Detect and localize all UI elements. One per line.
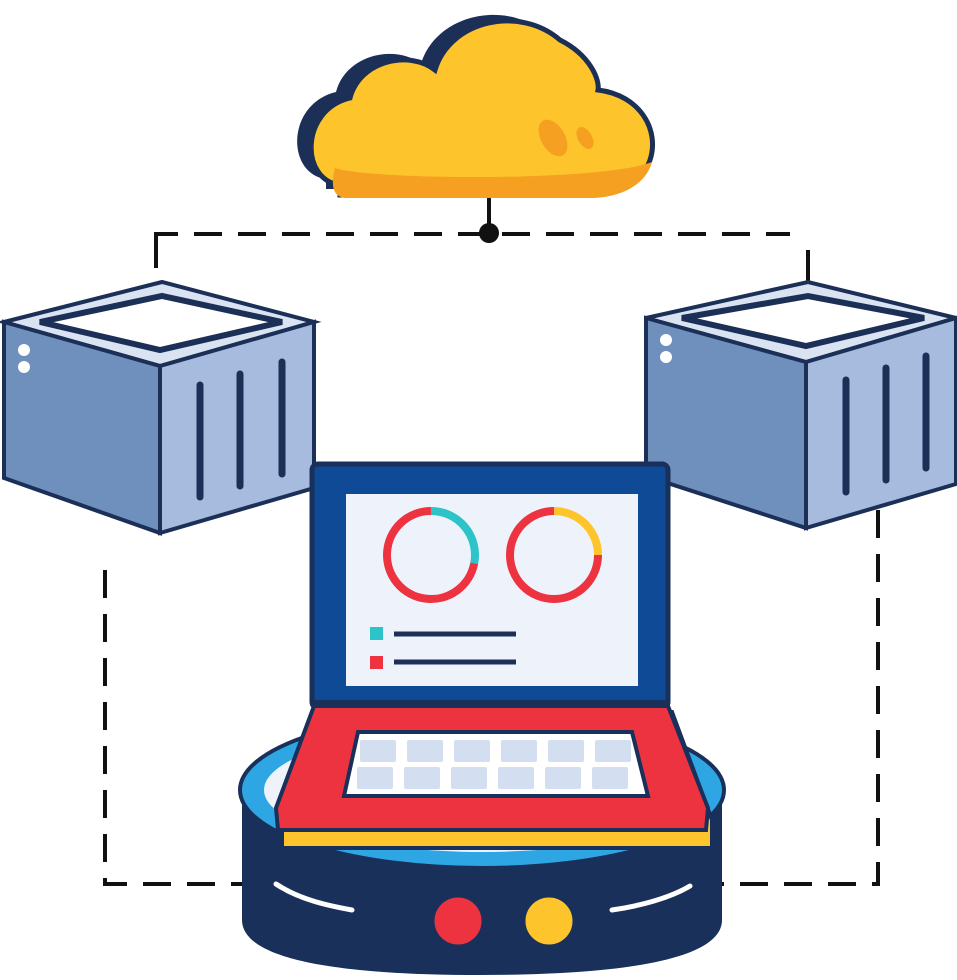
server-right-vents: [842, 352, 930, 496]
hub-button-red: [431, 894, 485, 948]
keyboard-key: [501, 740, 537, 762]
hub-button-yellow: [522, 894, 576, 948]
keyboard-key: [545, 767, 581, 789]
keyboard-key: [404, 767, 440, 789]
link-right-down: [720, 510, 880, 886]
keyboard-keys: [357, 740, 631, 789]
server-right-led-1: [660, 334, 672, 346]
cloud-highlight-1: [538, 119, 568, 157]
server-right: [644, 279, 957, 531]
donut-left-accent-segment: [430, 507, 479, 564]
keyboard-key: [592, 767, 628, 789]
server-left: [0, 279, 322, 536]
keyboard-key: [451, 767, 487, 789]
keyboard-key: [360, 740, 396, 762]
hub-highlight-right: [609, 883, 693, 913]
server-right-top-inner: [681, 292, 925, 350]
link-left-down: [103, 570, 245, 886]
cloud-highlight-2: [576, 127, 594, 149]
donut-left-main-segment: [383, 507, 479, 603]
hub-highlight-left: [273, 881, 355, 913]
legend-swatch-red: [370, 656, 383, 669]
keyboard-key: [454, 740, 490, 762]
keyboard-key: [595, 740, 631, 762]
keyboard-key: [548, 740, 584, 762]
donut-right-accent-segment: [553, 507, 602, 556]
junction-dot: [479, 223, 499, 243]
cloud-underside: [332, 162, 652, 198]
keyboard-key: [357, 767, 393, 789]
server-left-led-1: [18, 344, 30, 356]
cloud-icon: [297, 14, 656, 198]
keyboard-key: [498, 767, 534, 789]
server-left-top-inner: [39, 292, 283, 354]
server-left-led-2: [18, 361, 30, 373]
keyboard-key: [407, 740, 443, 762]
link-top: [154, 232, 790, 240]
server-right-led-2: [660, 351, 672, 363]
laptop-icon: [273, 461, 714, 850]
legend-swatch-teal: [370, 627, 383, 640]
cloud-body: [308, 18, 656, 198]
donut-right-main-segment: [506, 507, 602, 603]
dashboard-donuts: [383, 507, 602, 603]
laptop-screen: [346, 494, 638, 686]
server-left-vents: [196, 358, 286, 501]
